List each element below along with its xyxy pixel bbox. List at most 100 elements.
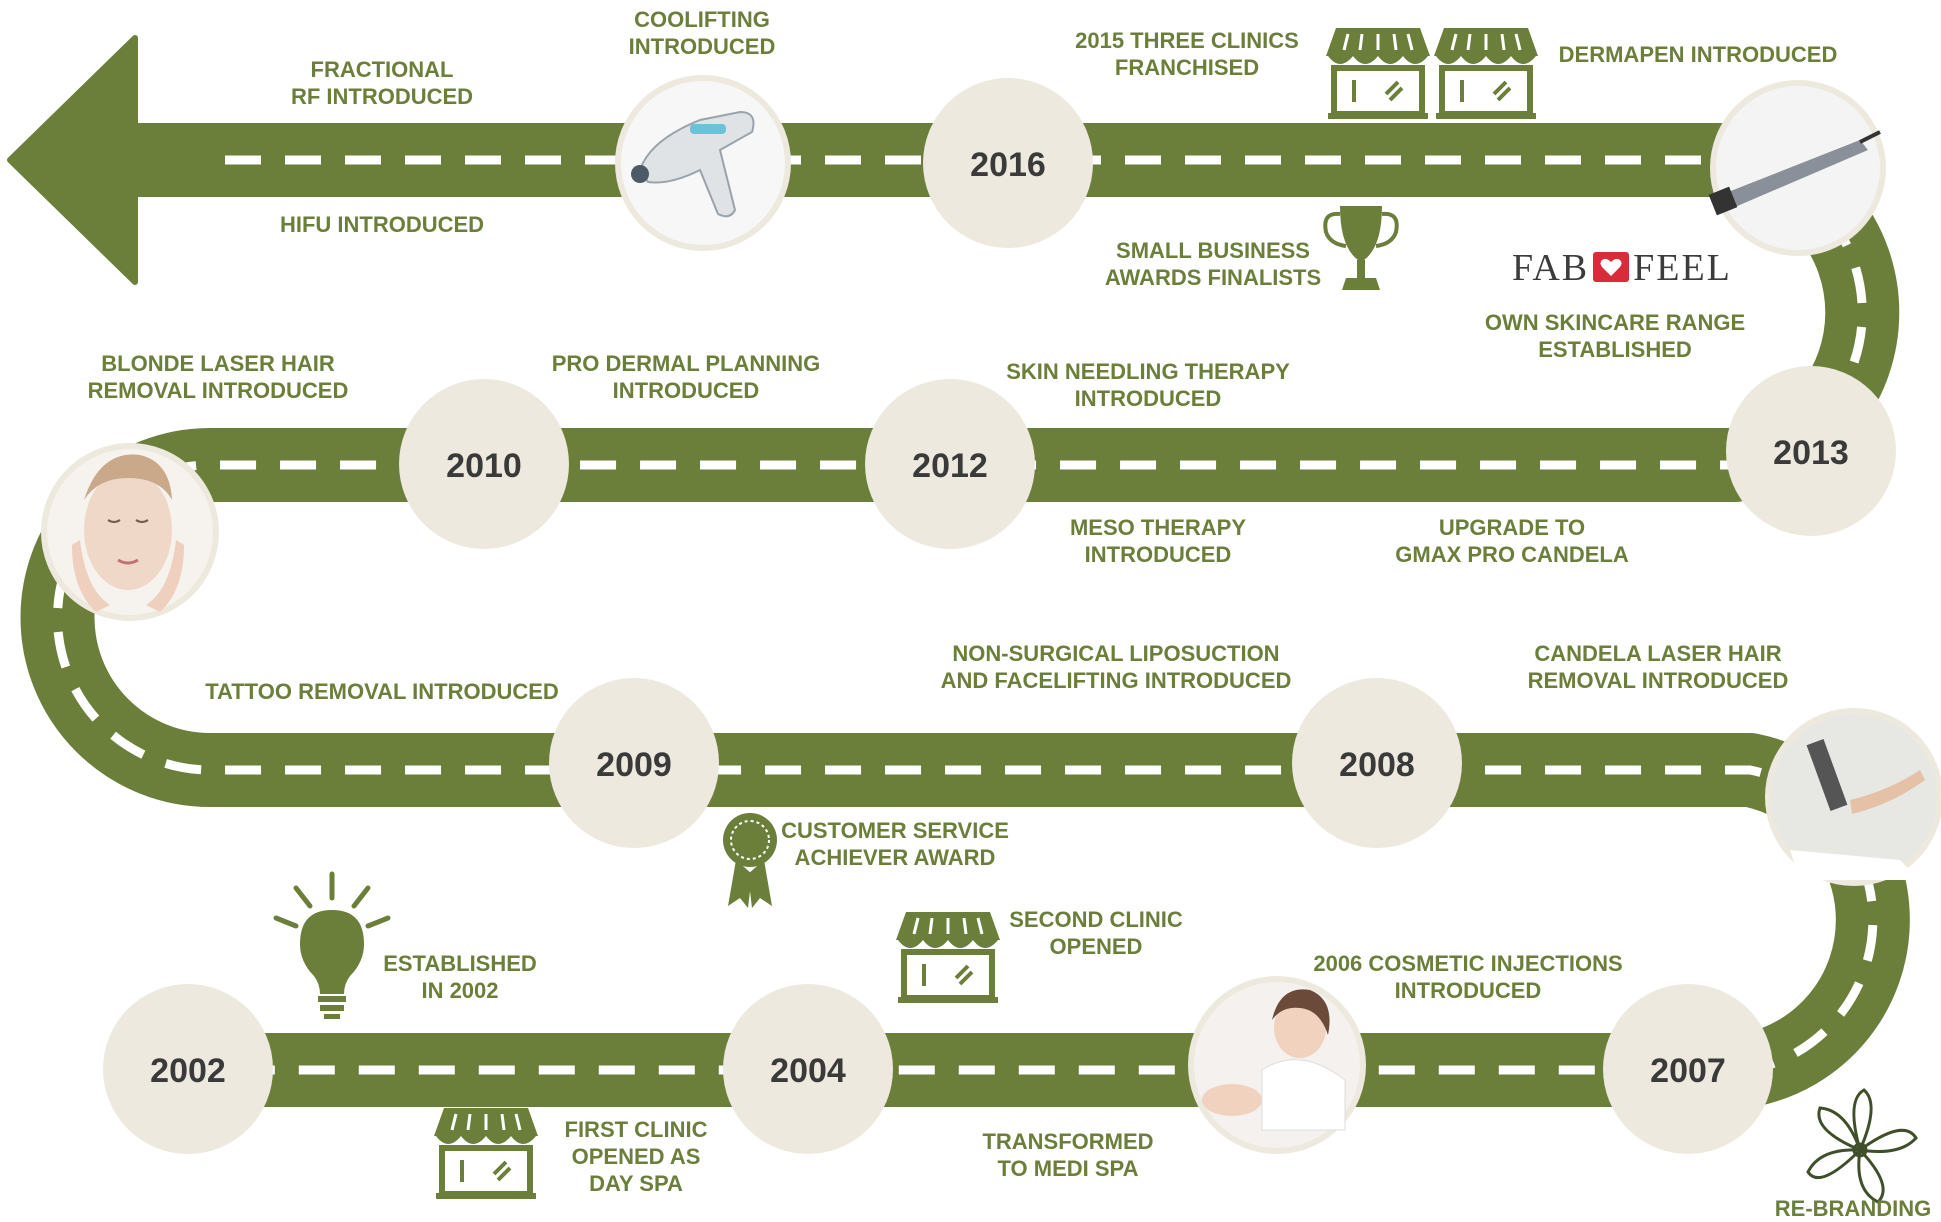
label-line: AND FACELIFTING INTRODUCED [940, 668, 1292, 693]
label-line: SKIN NEEDLING THERAPY [1006, 359, 1290, 384]
label-line: FIRST CLINIC [564, 1117, 708, 1142]
store-icon [1326, 28, 1430, 119]
year-text: 2002 [150, 1052, 226, 1090]
label-line: COOLIFTING [634, 7, 770, 32]
winding-road [20, 123, 1910, 1107]
dermapen-device-photo [1708, 80, 1886, 256]
label-line: BLONDE LASER HAIR [101, 351, 335, 376]
year-text: 2004 [770, 1052, 846, 1090]
label-tattoo: TATTOO REMOVAL INTRODUCED [205, 678, 559, 705]
year-circle-2009 [549, 678, 719, 848]
year-circle-2013 [1726, 366, 1896, 536]
year-circle-2002 [103, 984, 273, 1154]
label-line: REMOVAL INTRODUCED [1527, 668, 1789, 693]
logo-right-text: FEEL [1633, 247, 1732, 289]
label-line: TRANSFORMED [982, 1129, 1154, 1154]
year-text: 2010 [446, 447, 522, 485]
year-text: 2009 [596, 746, 672, 784]
label-line: SMALL BUSINESS [1116, 238, 1310, 263]
label-line: ESTABLISHED [383, 951, 537, 976]
label-line: INTRODUCED [1074, 386, 1222, 411]
store-icon [434, 1108, 538, 1199]
year-markers [103, 78, 1896, 1154]
label-line: AWARDS FINALISTS [1104, 265, 1322, 290]
year-texts: 2016 2013 2010 2012 2009 2008 2002 2004 … [150, 146, 1849, 1090]
logo-left-text: FAB [1512, 247, 1590, 289]
label-line: OPENED AS [571, 1144, 701, 1169]
store-icon [1434, 28, 1538, 119]
label-line: OPENED [1049, 934, 1143, 959]
trophy-icon [1323, 206, 1399, 290]
label-line: DERMAPEN INTRODUCED [1558, 42, 1838, 67]
label-line: RE-BRANDING [1774, 1196, 1932, 1221]
year-text: 2013 [1773, 434, 1849, 472]
label-line: NON-SURGICAL LIPOSUCTION [952, 641, 1280, 666]
label-line: RF INTRODUCED [290, 84, 474, 109]
arrow-head [7, 35, 138, 285]
flower-icon [1806, 1088, 1918, 1204]
label-line: PRO DERMAL PLANNING [551, 351, 821, 376]
laser-treatment-photo [1765, 708, 1941, 886]
year-circle-2012 [865, 379, 1035, 549]
year-text: 2012 [912, 447, 988, 485]
label-line: IN 2002 [421, 978, 499, 1003]
coolifting-device-photo [615, 75, 791, 251]
label-line: OWN SKINCARE RANGE [1484, 310, 1746, 335]
label-line: HIFU INTRODUCED [279, 212, 485, 237]
label-line: FRACTIONAL [310, 57, 454, 82]
year-circle-2016 [923, 78, 1093, 248]
light-bulb-icon [273, 871, 391, 1019]
label-line: TO MEDI SPA [997, 1156, 1139, 1181]
label-line: CANDELA LASER HAIR [1534, 641, 1782, 666]
label-line: SECOND CLINIC [1009, 907, 1183, 932]
year-text: 2007 [1650, 1052, 1726, 1090]
label-line: UPGRADE TO [1438, 515, 1586, 540]
label-line: 2015 THREE CLINICS [1075, 28, 1299, 53]
label-line: GMAX PRO CANDELA [1395, 542, 1629, 567]
label-hifu: HIFU INTRODUCED [280, 211, 484, 238]
label-line: INTRODUCED [628, 34, 776, 59]
label-line: INTRODUCED [612, 378, 760, 403]
medi-spa-photo [1188, 976, 1366, 1154]
year-text: 2016 [970, 146, 1046, 184]
year-circle-2008 [1292, 678, 1462, 848]
label-line: MESO THERAPY [1069, 515, 1247, 540]
label-rebranding: RE-BRANDING [1775, 1195, 1931, 1222]
store-icon [896, 912, 1000, 1003]
label-line: DAY SPA [589, 1171, 683, 1196]
label-dermapen: DERMAPEN INTRODUCED [1559, 41, 1838, 68]
award-ribbon-icon [723, 813, 777, 908]
year-text: 2008 [1339, 746, 1415, 784]
label-line: INTRODUCED [1394, 978, 1542, 1003]
fab-feel-logo: FAB FEEL [1512, 246, 1732, 290]
label-line: 2006 COSMETIC INJECTIONS [1313, 951, 1623, 976]
label-line: ACHIEVER AWARD [794, 845, 996, 870]
heart-icon [1593, 252, 1630, 282]
year-circle-2010 [399, 379, 569, 549]
label-line: REMOVAL INTRODUCED [87, 378, 349, 403]
label-line: FRANCHISED [1114, 55, 1260, 80]
year-circle-2004 [723, 984, 893, 1154]
label-line: TATTOO REMOVAL INTRODUCED [205, 679, 559, 704]
label-line: CUSTOMER SERVICE [781, 818, 1009, 843]
